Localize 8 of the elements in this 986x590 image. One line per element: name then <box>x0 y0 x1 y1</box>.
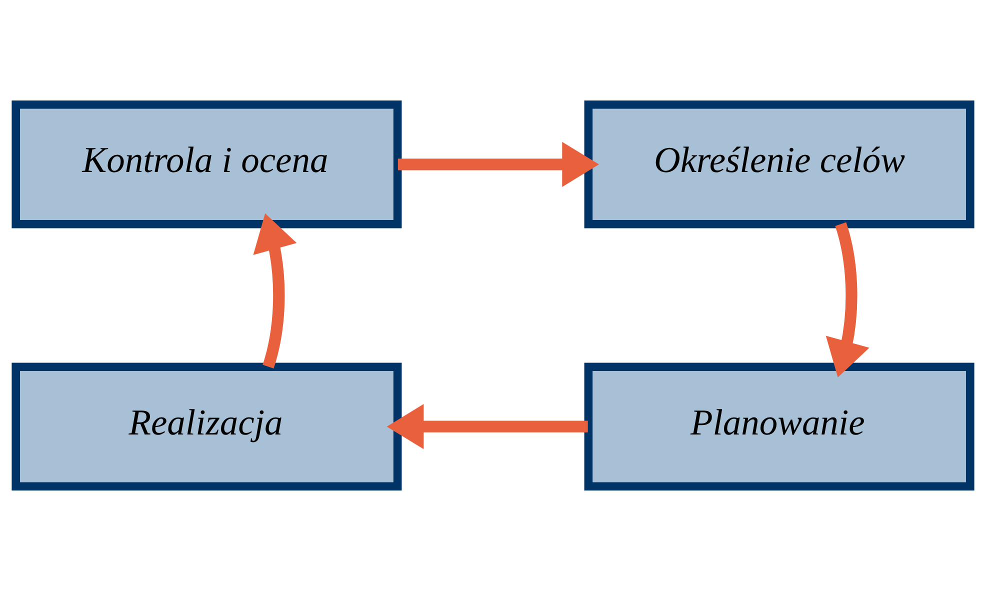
node-box: Planowanie <box>584 362 974 490</box>
node-box: Określenie celów <box>584 100 974 228</box>
arrow <box>826 222 870 377</box>
arrow <box>253 212 297 368</box>
arrow <box>386 404 588 449</box>
node-box: Kontrola i ocena <box>12 100 402 228</box>
arrow <box>398 141 599 186</box>
node-box: Realizacja <box>12 362 402 490</box>
